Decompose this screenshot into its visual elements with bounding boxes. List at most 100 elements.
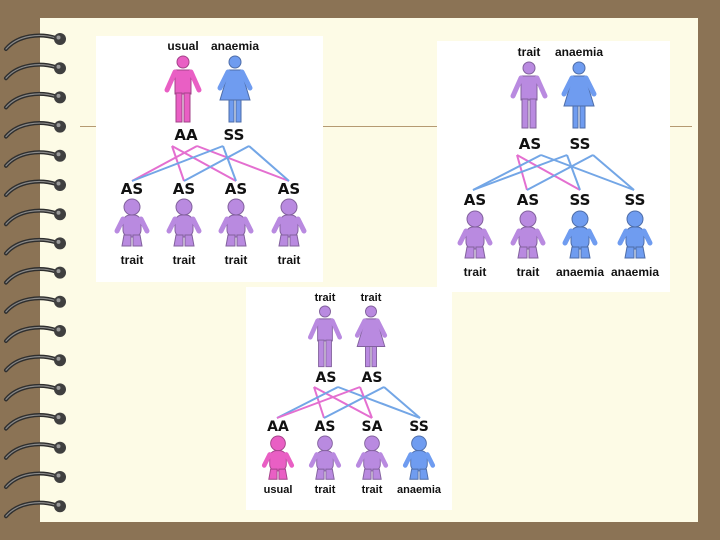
- spiral-binding-icon: [4, 91, 66, 110]
- allele-line: [171, 145, 237, 182]
- child-status-label: trait: [278, 253, 301, 267]
- parent-genotype-1: AA: [174, 126, 198, 144]
- allele-line: [131, 145, 198, 182]
- child-genotype: SA: [362, 419, 383, 435]
- allele-line: [383, 386, 421, 419]
- spiral-binding-icon: [4, 120, 66, 139]
- child-status-label: trait: [315, 484, 336, 496]
- child-icon: [402, 435, 436, 480]
- child-status-label: trait: [464, 265, 487, 279]
- allele-line: [276, 386, 361, 419]
- parent-genotype-2: SS: [224, 126, 245, 144]
- adult-female-icon: [561, 61, 597, 129]
- parent-status-label: usual: [167, 39, 198, 53]
- allele-line: [222, 145, 237, 182]
- adult-male-icon: [510, 61, 548, 129]
- parent-genotype-2: SS: [570, 135, 591, 153]
- parent-status-label: anaemia: [555, 45, 603, 59]
- inheritance-lines: [131, 145, 290, 182]
- child-status-label: trait: [362, 484, 383, 496]
- child-2: AS trait: [510, 191, 546, 279]
- child-genotype: AA: [267, 419, 289, 435]
- child-4: AS trait: [271, 180, 307, 267]
- inheritance-lines: [472, 154, 635, 191]
- child-icon: [510, 210, 546, 259]
- spiral-binding-icon: [4, 208, 66, 227]
- allele-line: [472, 154, 568, 191]
- allele-line: [131, 145, 224, 182]
- adult-male-icon: [307, 305, 343, 368]
- spiral-binding-icon: [4, 412, 66, 431]
- child-genotype: SS: [625, 191, 646, 209]
- adult-female-icon: [217, 55, 253, 123]
- spiral-binding: [4, 33, 66, 519]
- parent-status-label: anaemia: [211, 39, 259, 53]
- child-icon: [271, 198, 307, 247]
- child-genotype: AS: [464, 191, 486, 209]
- child-2: AS trait: [166, 180, 202, 267]
- child-genotype: AS: [225, 180, 247, 198]
- allele-line: [323, 386, 385, 419]
- child-icon: [562, 210, 598, 259]
- child-status-label: anaemia: [611, 265, 659, 279]
- child-genotype: AS: [315, 419, 336, 435]
- allele-line: [540, 154, 635, 191]
- spiral-binding-icon: [4, 237, 66, 256]
- child-genotype: SS: [570, 191, 591, 209]
- inheritance-panel-3: trait trait AS AS AA usual AS trait SA: [246, 287, 452, 510]
- child-genotype: AS: [121, 180, 143, 198]
- spiral-binding-icon: [4, 179, 66, 197]
- pedigree-diagram-1: usual anaemia AA SS AS trait AS trait AS: [114, 39, 307, 267]
- child-icon: [308, 435, 342, 480]
- child-genotype: AS: [173, 180, 195, 198]
- child-status-label: anaemia: [397, 484, 442, 496]
- allele-line: [337, 386, 421, 419]
- spiral-binding-icon: [4, 33, 66, 51]
- spiral-binding-icon: [4, 62, 66, 81]
- child-genotype: AS: [517, 191, 539, 209]
- allele-line: [196, 145, 290, 182]
- child-4: SS anaemia: [397, 419, 442, 496]
- child-1: AS trait: [457, 191, 493, 279]
- child-2: AS trait: [308, 419, 342, 496]
- spiral-binding-icon: [4, 500, 66, 519]
- child-status-label: anaemia: [556, 265, 604, 279]
- inheritance-panel-1: usual anaemia AA SS AS trait AS trait AS: [96, 36, 323, 282]
- child-1: AS trait: [114, 180, 150, 267]
- parent-genotype-2: AS: [362, 370, 383, 386]
- child-icon: [457, 210, 493, 259]
- child-3: AS trait: [218, 180, 254, 267]
- spiral-binding-icon: [4, 354, 66, 373]
- child-icon: [261, 435, 295, 480]
- spiral-binding-icon: [4, 383, 66, 402]
- allele-line: [183, 145, 250, 182]
- child-icon: [166, 198, 202, 247]
- child-status-label: trait: [173, 253, 196, 267]
- adult-male-icon: [164, 55, 202, 123]
- adult-female-icon: [354, 305, 388, 368]
- child-4: SS anaemia: [611, 191, 659, 279]
- child-status-label: trait: [517, 265, 540, 279]
- parent-2: anaemia: [555, 45, 603, 129]
- spiral-binding-icon: [4, 325, 66, 343]
- parent-status-label: trait: [315, 292, 336, 304]
- inheritance-panel-2: trait anaemia AS SS AS trait AS trait SS: [437, 41, 670, 292]
- spiral-binding-icon: [4, 471, 66, 489]
- child-icon: [114, 198, 150, 247]
- child-1: AA usual: [261, 419, 295, 496]
- parent-genotype-1: AS: [316, 370, 337, 386]
- spiral-binding-icon: [4, 266, 66, 285]
- allele-line: [566, 154, 581, 191]
- pedigree-diagram-2: trait anaemia AS SS AS trait AS trait SS: [457, 45, 659, 279]
- child-3: SS anaemia: [556, 191, 604, 279]
- child-status-label: usual: [264, 484, 293, 496]
- child-status-label: trait: [225, 253, 248, 267]
- allele-line: [313, 386, 373, 419]
- inheritance-lines: [276, 386, 421, 419]
- spiral-binding-icon: [4, 295, 66, 314]
- child-genotype: AS: [278, 180, 300, 198]
- parent-2: trait: [354, 292, 388, 368]
- spiral-binding-icon: [4, 441, 66, 460]
- child-status-label: trait: [121, 253, 144, 267]
